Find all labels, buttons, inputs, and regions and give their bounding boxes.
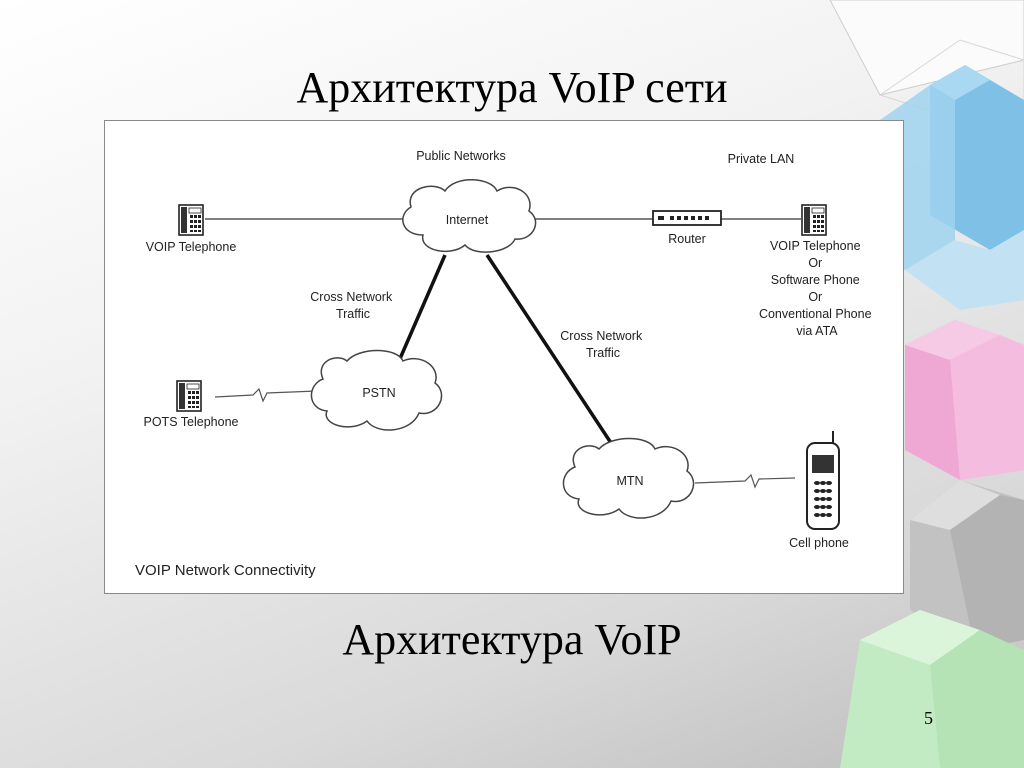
- slide-title: Архитектура VoIP сети: [296, 63, 728, 112]
- cell-phone-label: Cell phone: [789, 536, 849, 550]
- mtn-label: MTN: [616, 474, 643, 488]
- cell-phone-icon: [806, 431, 840, 530]
- link-internet-pstn: [397, 254, 447, 362]
- pstn-label: PSTN: [362, 386, 395, 400]
- voip-telephone-icon: [178, 204, 204, 236]
- cross-traffic-right-label: Cross Network Traffic: [560, 329, 645, 360]
- pots-telephone-icon: [176, 380, 202, 412]
- voip-telephone-label: VOIP Telephone: [146, 240, 237, 254]
- wireless-link-cell: [694, 473, 796, 489]
- internet-label: Internet: [446, 213, 489, 227]
- voip-network-diagram: Internet PSTN MTN Router: [104, 120, 904, 594]
- diagram-footer-label: VOIP Network Connectivity: [135, 562, 316, 579]
- private-lan-label: Private LAN: [728, 152, 795, 166]
- link-internet-mtn: [485, 254, 615, 447]
- internet-cloud: Internet: [402, 179, 537, 253]
- pstn-cloud: PSTN: [310, 349, 443, 431]
- router-icon: [652, 210, 722, 226]
- wireless-link-pots: [214, 387, 318, 403]
- public-networks-label: Public Networks: [416, 149, 506, 163]
- mtn-cloud: MTN: [562, 437, 695, 519]
- page-number: 5: [924, 708, 933, 728]
- slide-caption: Архитектура VoIP: [342, 615, 682, 664]
- router-label: Router: [668, 232, 706, 246]
- pots-telephone-label: POTS Telephone: [144, 415, 239, 429]
- cross-traffic-left-label: Cross Network Traffic: [310, 290, 395, 321]
- voip-telephone-right-icon: [801, 204, 827, 236]
- voip-telephone-right-label: VOIP Telephone Or Software Phone Or Conv…: [759, 239, 875, 338]
